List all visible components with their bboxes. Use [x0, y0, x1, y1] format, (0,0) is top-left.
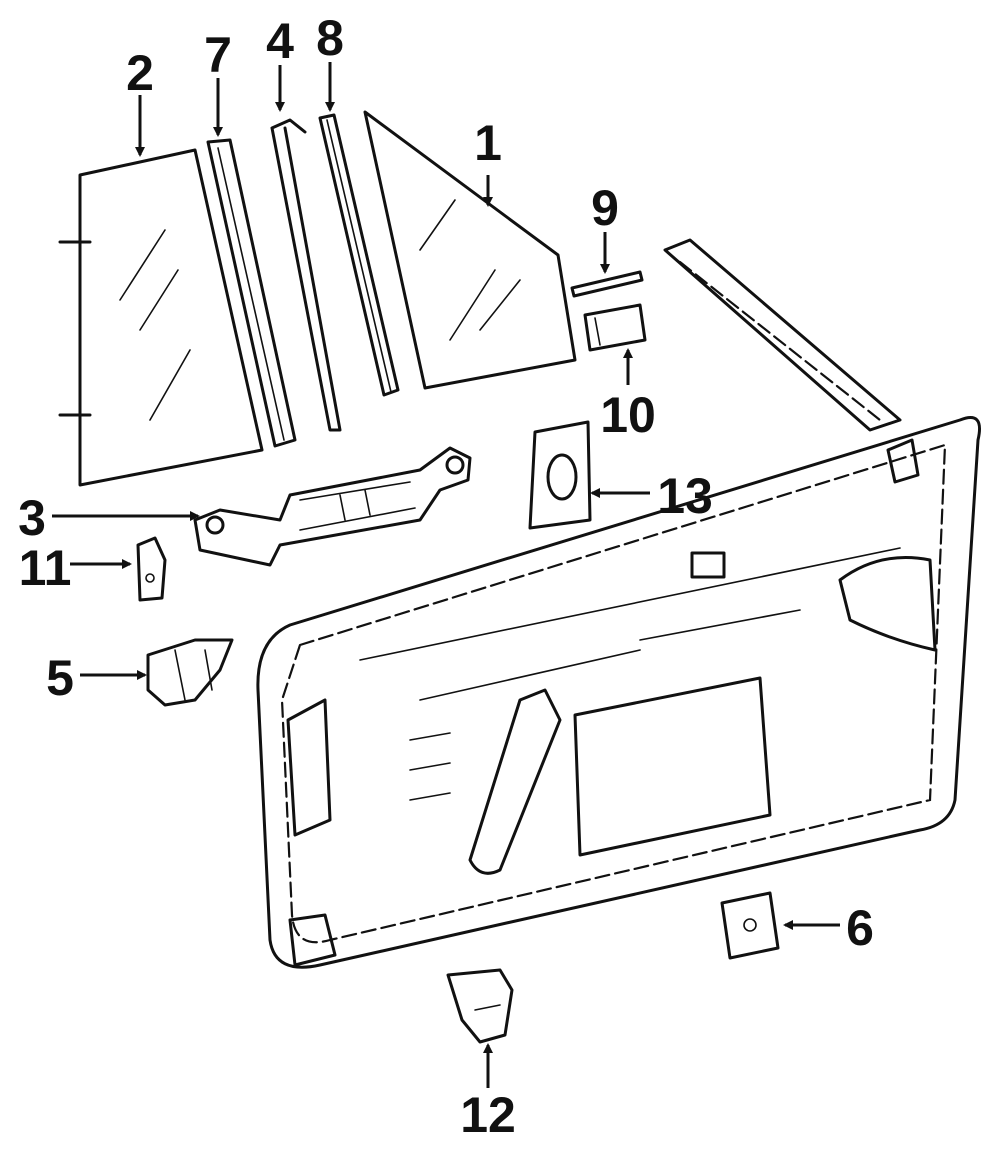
callout-9: 9 [591, 180, 619, 236]
part-5-hinge [146, 638, 234, 707]
callout-12: 12 [460, 1087, 516, 1143]
callout-10: 10 [600, 387, 656, 443]
part-2-quarter-glass [58, 148, 264, 487]
part-4-run-channel [270, 118, 342, 432]
callout-3: 3 [18, 490, 46, 546]
part-7-division-channel [206, 138, 297, 448]
part-9-clip [570, 270, 644, 298]
callout-13: 13 [657, 468, 713, 524]
callout-2: 2 [126, 45, 154, 101]
callout-6: 6 [846, 900, 874, 956]
callout-7: 7 [204, 27, 232, 83]
part-1-door-glass [363, 110, 577, 390]
part-8-weatherstrip [318, 113, 400, 397]
part-13-access-plate [528, 420, 592, 530]
part-11-bracket [136, 536, 167, 602]
part-12-bumper [446, 968, 514, 1044]
callout-8: 8 [316, 10, 344, 66]
door-inner-panel [256, 238, 981, 969]
part-10-guide [583, 303, 647, 352]
callout-1: 1 [474, 115, 502, 171]
callout-11: 11 [19, 540, 72, 596]
part-3-regulator [193, 446, 472, 567]
callout-5: 5 [46, 650, 74, 706]
part-6-striker [720, 891, 780, 960]
callout-4: 4 [266, 13, 294, 69]
